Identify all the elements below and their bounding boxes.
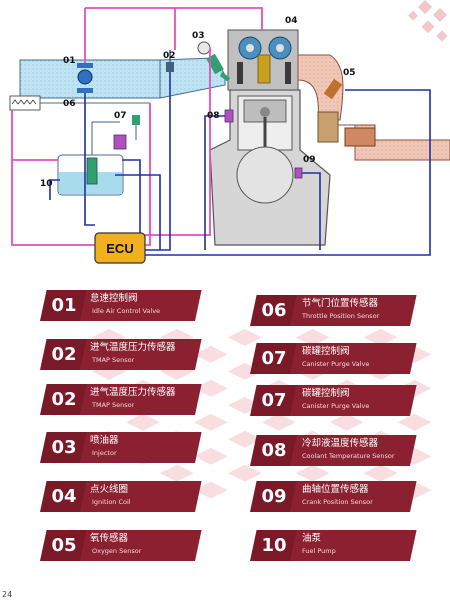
engine-block — [209, 89, 331, 246]
legend-label-en: Coolant Temperature Sensor — [302, 452, 395, 460]
callout-06: 06 — [63, 99, 76, 109]
callout-03: 03 — [192, 31, 205, 41]
legend-item-04: 04 点火线圈 Ignition Coil — [40, 481, 202, 512]
cylinder-head — [227, 29, 299, 91]
legend-label-en: Crank Position Sensor — [302, 498, 373, 506]
legend-item-01: 01 怠速控制阀 Idle Air Control Valve — [40, 290, 202, 321]
legend-label-en: Ignition Coil — [92, 498, 131, 506]
ecu-label: ECU — [106, 241, 133, 256]
legend-item-07a: 07 碳罐控制阀 Canister Purge Valve — [250, 343, 417, 374]
legend-label-en: TMAP Sensor — [92, 401, 135, 409]
legend-label-en: Canister Purge Valve — [302, 360, 370, 368]
callout-09: 09 — [303, 155, 316, 165]
callout-02: 02 — [163, 51, 176, 61]
legend-item-02a: 02 进气温度压力传感器 TMAP Sensor — [40, 339, 202, 370]
legend-number: 09 — [261, 486, 287, 507]
legend-label-en: Canister Purge Valve — [302, 402, 370, 410]
engine-system-diagram: ECU 01 02 03 04 05 06 07 08 09 10 — [9, 7, 450, 264]
ecu-box: ECU — [94, 232, 146, 264]
tmap-sensor — [166, 50, 174, 72]
intake-pipe — [9, 57, 226, 111]
legend-label-cn: 油泵 — [302, 533, 322, 544]
legend-item-07b: 07 碳罐控制阀 Canister Purge Valve — [250, 385, 417, 416]
callout-04: 04 — [285, 16, 298, 26]
callout-08: 08 — [207, 111, 220, 121]
legend-item-06: 06 节气门位置传感器 Throttle Position Sensor — [250, 295, 417, 326]
legend-label-en: Oxygen Sensor — [92, 547, 142, 555]
legend-number: 08 — [261, 440, 287, 461]
legend-item-08: 08 冷却液温度传感器 Coolant Temperature Sensor — [250, 435, 417, 466]
callout-07: 07 — [114, 111, 127, 121]
magenta-wires — [11, 7, 263, 246]
legend-label-cn: 进气温度压力传感器 — [90, 387, 176, 398]
callout-05: 05 — [343, 68, 356, 78]
legend-label-en: Fuel Pump — [302, 547, 336, 555]
page-number: 24 — [2, 590, 13, 599]
legend-number: 01 — [51, 295, 77, 316]
legend-label-cn: 曲轴位置传感器 — [302, 484, 369, 495]
legend-item-02b: 02 进气温度压力传感器 TMAP Sensor — [40, 384, 202, 415]
legend-number: 02 — [51, 344, 77, 365]
legend-number: 07 — [261, 390, 287, 411]
legend-number: 10 — [261, 535, 287, 556]
legend-label-cn: 氧传感器 — [90, 533, 129, 544]
legend-label-en: Injector — [92, 449, 117, 457]
canister-purge-valve — [91, 115, 140, 160]
legend-label-en: Idle Air Control Valve — [92, 307, 161, 315]
exhaust-system — [297, 54, 450, 161]
legend-label-cn: 碳罐控制阀 — [302, 346, 350, 357]
legend-label-en: TMAP Sensor — [92, 356, 135, 364]
legend-number: 07 — [261, 348, 287, 369]
crank-position-sensor — [294, 167, 303, 179]
legend-label-cn: 进气温度压力传感器 — [90, 342, 176, 353]
legend-label-cn: 冷却液温度传感器 — [302, 438, 379, 449]
legend-number: 05 — [51, 535, 77, 556]
callout-10: 10 — [40, 179, 53, 189]
legend-number: 06 — [261, 300, 287, 321]
legend-number: 02 — [51, 389, 77, 410]
legend-number: 03 — [51, 437, 77, 458]
legend-item-05: 05 氧传感器 Oxygen Sensor — [40, 530, 202, 561]
legend-item-09: 09 曲轴位置传感器 Crank Position Sensor — [250, 481, 417, 512]
legend-label-cn: 点火线圈 — [90, 484, 129, 495]
legend-label-en: Throttle Position Sensor — [302, 312, 380, 320]
legend-item-10: 10 油泵 Fuel Pump — [250, 530, 417, 561]
legend-label-cn: 怠速控制阀 — [90, 293, 138, 304]
legend-label-cn: 节气门位置传感器 — [302, 298, 379, 309]
coolant-temp-sensor — [224, 109, 234, 123]
callout-labels: 01 02 03 04 05 06 07 08 09 10 — [40, 16, 356, 189]
fuel-tank — [57, 154, 124, 196]
legend-label-cn: 碳罐控制阀 — [302, 388, 350, 399]
legend-item-03: 03 喷油器 Injector — [40, 432, 202, 463]
idle-air-control-valve — [77, 63, 93, 93]
corner-decoration — [408, 0, 448, 42]
legend-number: 04 — [51, 486, 77, 507]
callout-01: 01 — [63, 56, 76, 66]
legend-label-cn: 喷油器 — [90, 435, 119, 446]
